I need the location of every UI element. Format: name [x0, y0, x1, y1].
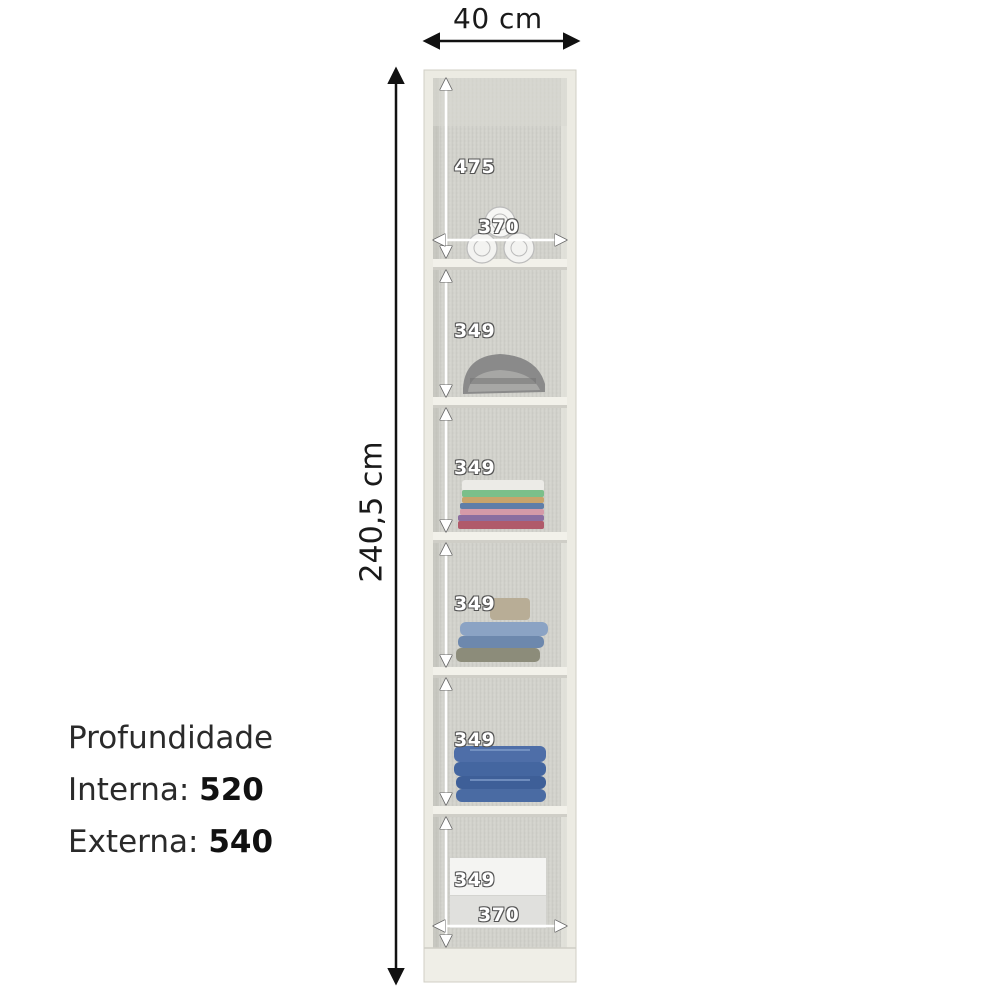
height-dimension-label: 240,5 cm — [354, 441, 390, 583]
depth-external-row: Externa: 540 — [68, 816, 273, 868]
shelf — [433, 806, 567, 817]
folded-sweater-image — [463, 354, 545, 394]
compartment-6-height-label: 349 — [453, 868, 496, 891]
folded-jeans-image — [456, 598, 548, 662]
compartment-3-height-label: 349 — [453, 456, 496, 479]
shelves — [433, 259, 567, 817]
depth-external-value: 540 — [208, 824, 274, 860]
shelf — [433, 397, 567, 408]
shelf — [433, 667, 567, 678]
internal-measurement-arrows — [435, 80, 565, 945]
depth-info: Profundidade Interna: 520 Externa: 540 — [68, 712, 273, 868]
shelf — [433, 259, 567, 270]
folded-denim-image — [454, 746, 546, 802]
compartment-2-height-label: 349 — [453, 319, 496, 342]
compartment-1-width-label: 370 — [477, 215, 520, 238]
folded-shirts-image — [458, 480, 544, 529]
compartment-4-height-label: 349 — [453, 592, 496, 615]
depth-internal-label: Interna: — [68, 772, 190, 808]
width-dimension-label: 40 cm — [453, 2, 543, 35]
compartment-5-height-label: 349 — [453, 728, 496, 751]
depth-internal-value: 520 — [199, 772, 264, 808]
depth-title: Profundidade — [68, 720, 274, 756]
depth-internal-row: Interna: 520 — [68, 764, 273, 816]
shelf — [433, 532, 567, 543]
compartment-6-width-label: 370 — [477, 903, 520, 926]
compartment-1-height-label: 475 — [453, 155, 496, 178]
depth-external-label: Externa: — [68, 824, 199, 860]
